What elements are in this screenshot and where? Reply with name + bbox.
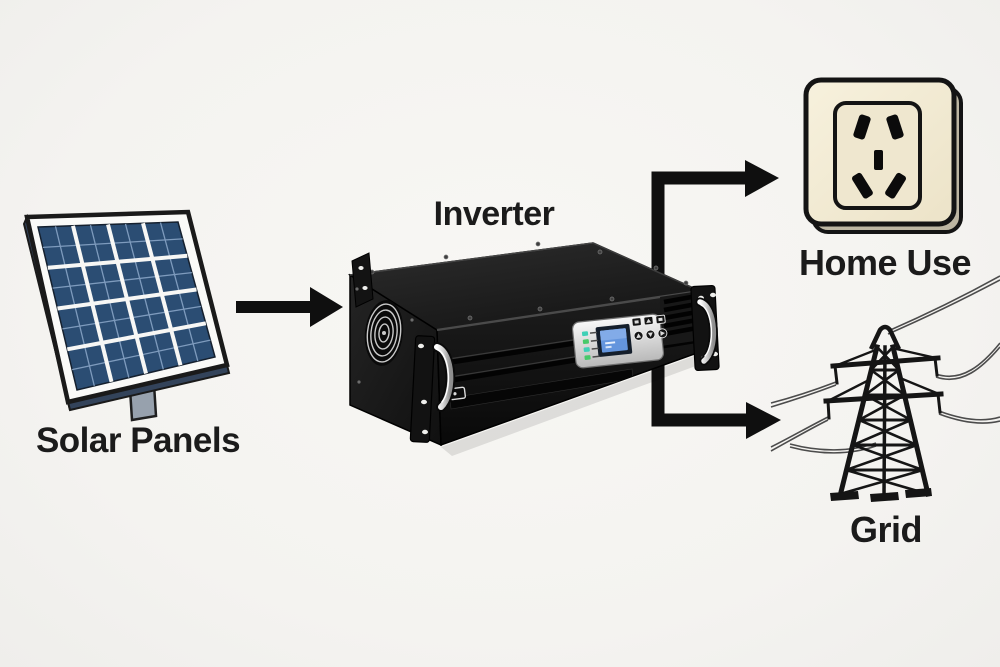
grid-label: Grid bbox=[849, 509, 923, 550]
solar-panels-label: Solar Panels bbox=[35, 421, 241, 460]
arrow-solar-to-inverter bbox=[236, 287, 343, 327]
control-panel bbox=[571, 313, 668, 369]
outlet-slots bbox=[852, 114, 906, 199]
rear-rack-ear bbox=[351, 252, 374, 308]
power-lines bbox=[770, 275, 1000, 454]
status-leds bbox=[581, 331, 600, 360]
tower-lattice bbox=[823, 324, 944, 500]
home-use-label: Home Use bbox=[798, 242, 972, 283]
left-rack-ear bbox=[409, 335, 436, 443]
chassis-screws bbox=[369, 241, 689, 321]
tower-feet bbox=[830, 488, 932, 502]
control-buttons bbox=[631, 314, 668, 341]
left-handle bbox=[432, 342, 456, 412]
inverter-label: Inverter bbox=[433, 195, 555, 233]
lcd-display bbox=[595, 323, 633, 357]
cooling-fan-icon bbox=[355, 287, 414, 384]
right-handle bbox=[695, 297, 718, 366]
arrowhead-to-home bbox=[745, 160, 779, 197]
arrowhead-to-grid bbox=[746, 402, 781, 439]
